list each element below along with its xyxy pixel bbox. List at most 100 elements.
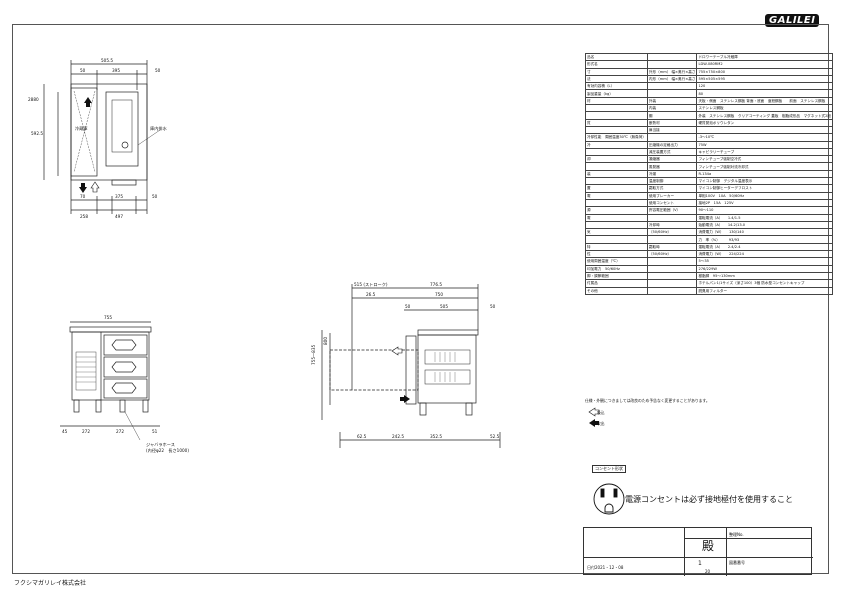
spec-cell-s: 内形（mm） 幅×奥行×高さ bbox=[646, 74, 698, 84]
spec-cell-v: 脱臭用フィルター bbox=[696, 286, 834, 295]
dim-side-v1: 800 bbox=[323, 337, 328, 345]
spec-cell-s bbox=[646, 60, 698, 69]
spec-cell-s: 外形（mm） 幅×奥行×高さ bbox=[646, 67, 698, 76]
spec-row: 付属品ホテルパン1/1サイズ（深さ100）3個 防水型コンセントキャップ bbox=[585, 279, 834, 288]
spec-cell-s bbox=[646, 82, 698, 91]
spec-cell-s bbox=[646, 133, 698, 142]
spec-cell-s bbox=[646, 52, 698, 62]
spec-row: 力 率（%） 93/93 bbox=[585, 235, 834, 244]
plan-outline bbox=[70, 83, 148, 181]
title-block: 殿 整理No. 日付2021・12・08 1 20 図番番号 bbox=[583, 527, 813, 576]
title-date: 日付2021・12・08 bbox=[587, 565, 624, 570]
spec-cell-s: 冷却時 bbox=[646, 220, 698, 230]
spec-cell-s bbox=[646, 89, 698, 98]
spec-cell-s: 外装 bbox=[646, 96, 698, 106]
spec-cell-v: 75W bbox=[696, 140, 834, 149]
title-sama: 殿 bbox=[702, 539, 715, 553]
dim-plan-overall: 505.5 bbox=[101, 58, 113, 63]
spec-row: 蒸発器フィンチューブ強制対流冷却式 bbox=[585, 162, 834, 171]
spec-row: 冷却時始動電流（A） 14.2/13.0 bbox=[585, 220, 834, 230]
dim-side-v2: 755〜835 bbox=[311, 344, 316, 365]
dim-front-b4: 51 bbox=[152, 429, 158, 434]
dim-side-b1: 62.5 bbox=[357, 434, 367, 439]
legend-in: 吸込 bbox=[597, 410, 605, 415]
spec-cell-k bbox=[585, 104, 648, 113]
spec-cell-s: 圧縮機の定格出力 bbox=[646, 140, 698, 149]
company-name: フクシマガリレイ株式会社 bbox=[14, 580, 87, 587]
drawing-frame bbox=[12, 24, 829, 574]
brand-logo: GALILEI bbox=[765, 14, 820, 27]
spec-cell-k: 特 bbox=[585, 242, 648, 252]
spec-cell-s: 減圧装置方式 bbox=[646, 147, 698, 157]
spec-cell-k: 印加電力 50/60Hz bbox=[585, 264, 648, 273]
dim-plan-w2: 497 bbox=[115, 214, 123, 219]
spec-cell-k: その他 bbox=[585, 286, 648, 295]
spec-cell-k: 置 bbox=[585, 184, 648, 193]
spec-cell-k: 法 bbox=[585, 74, 648, 84]
spec-cell-s: 扉当接 bbox=[646, 125, 698, 135]
spec-cell-s bbox=[646, 271, 698, 281]
dim-front-w: 755 bbox=[104, 315, 112, 320]
spec-row: 電運転電流（A） 1.4/1.5 bbox=[585, 213, 834, 222]
dim-front-b2: 272 bbox=[82, 429, 90, 434]
spec-row: 温度制御マイコン制御 デジタル温度表示 bbox=[585, 177, 834, 186]
dim-side-overall: 776.5 bbox=[430, 282, 442, 287]
spec-cell-s bbox=[646, 257, 698, 266]
spec-cell-s: 温度制御 bbox=[646, 177, 698, 186]
dim-plan-w1: 258 bbox=[80, 214, 88, 219]
spec-cell-v: 始動電流（A） 14.2/13.0 bbox=[696, 220, 834, 230]
spec-row: 性（50/60Hz）消費電力（W） 224/224 bbox=[585, 249, 834, 259]
side-top bbox=[417, 329, 479, 336]
dim-side-s3: 50 bbox=[405, 304, 411, 309]
spec-cell-s: 霜取方式 bbox=[646, 184, 698, 193]
spec-cell-v: ドロワーテーブル冷蔵庫 bbox=[696, 52, 834, 62]
dim-side-s1: 26.5 bbox=[366, 292, 376, 297]
spec-cell-k: 電 bbox=[585, 191, 648, 200]
drawer-2 bbox=[103, 356, 148, 378]
spec-cell-v: -3〜10℃ bbox=[696, 133, 834, 142]
spec-cell-k bbox=[585, 198, 648, 208]
spec-cell-s bbox=[646, 279, 698, 288]
dim-plan-c: 50 bbox=[155, 68, 161, 73]
outlet-title: コンセント形状 bbox=[592, 465, 626, 473]
spec-cell-v: 単相100V 10A 50/60Hz bbox=[696, 191, 834, 200]
spec-cell-v: 力 率（%） 93/93 bbox=[696, 235, 834, 244]
spec-cell-k: 寸 bbox=[585, 67, 648, 76]
spec-row: 使用周囲温度（℃）5〜35 bbox=[585, 257, 834, 266]
spec-cell-v: キャピラリーチューブ bbox=[696, 147, 834, 157]
front-top bbox=[69, 326, 152, 333]
spec-row: 減圧装置方式キャピラリーチューブ bbox=[585, 147, 834, 157]
spec-row: 特霜取時運転電流（A） 2.4/2.4 bbox=[585, 242, 834, 252]
spec-cell-k: 製品重量（kg） bbox=[585, 89, 648, 98]
outlet-warning: 電源コンセントは必ず接地極付を使用すること bbox=[625, 495, 793, 504]
spec-cell-s: 冷媒 bbox=[646, 169, 698, 179]
spec-cell-s: 断熱材 bbox=[646, 118, 698, 127]
drain-circle bbox=[121, 141, 129, 149]
title-scale-num: 1 bbox=[698, 560, 702, 567]
spec-cell-k: 装 bbox=[585, 169, 648, 179]
airflow-arrows bbox=[79, 97, 600, 427]
drawer-stroke bbox=[329, 349, 419, 391]
label-fridge: 冷蔵庫 bbox=[75, 125, 88, 132]
spec-cell-s: 霜取時 bbox=[646, 242, 698, 252]
spec-cell-k bbox=[585, 125, 648, 135]
spec-row: 有効内容積（L）120 bbox=[585, 82, 834, 91]
spec-cell-k: 電 bbox=[585, 213, 648, 222]
dim-plan-880: 2880 bbox=[28, 97, 39, 102]
dim-plan-bot-b: 375 bbox=[115, 194, 123, 199]
spec-cell-s: 棚 bbox=[646, 111, 698, 120]
spec-row: 却凝縮器フィンチューブ強制空冷式 bbox=[585, 155, 834, 164]
spec-cell-k bbox=[585, 162, 648, 171]
spec-row: 電使用ブレーカー単相100V 10A 50/60Hz bbox=[585, 191, 834, 200]
dim-front-b3: 272 bbox=[116, 429, 124, 434]
dim-plan-a: 50 bbox=[80, 68, 86, 73]
dim-plan-h: 592.5 bbox=[31, 131, 43, 136]
spec-row: 冷却性能 周囲温度30℃（無負荷）-3〜10℃ bbox=[585, 133, 834, 142]
spec-cell-v: 硬質発泡ポリウレタン bbox=[696, 118, 834, 127]
